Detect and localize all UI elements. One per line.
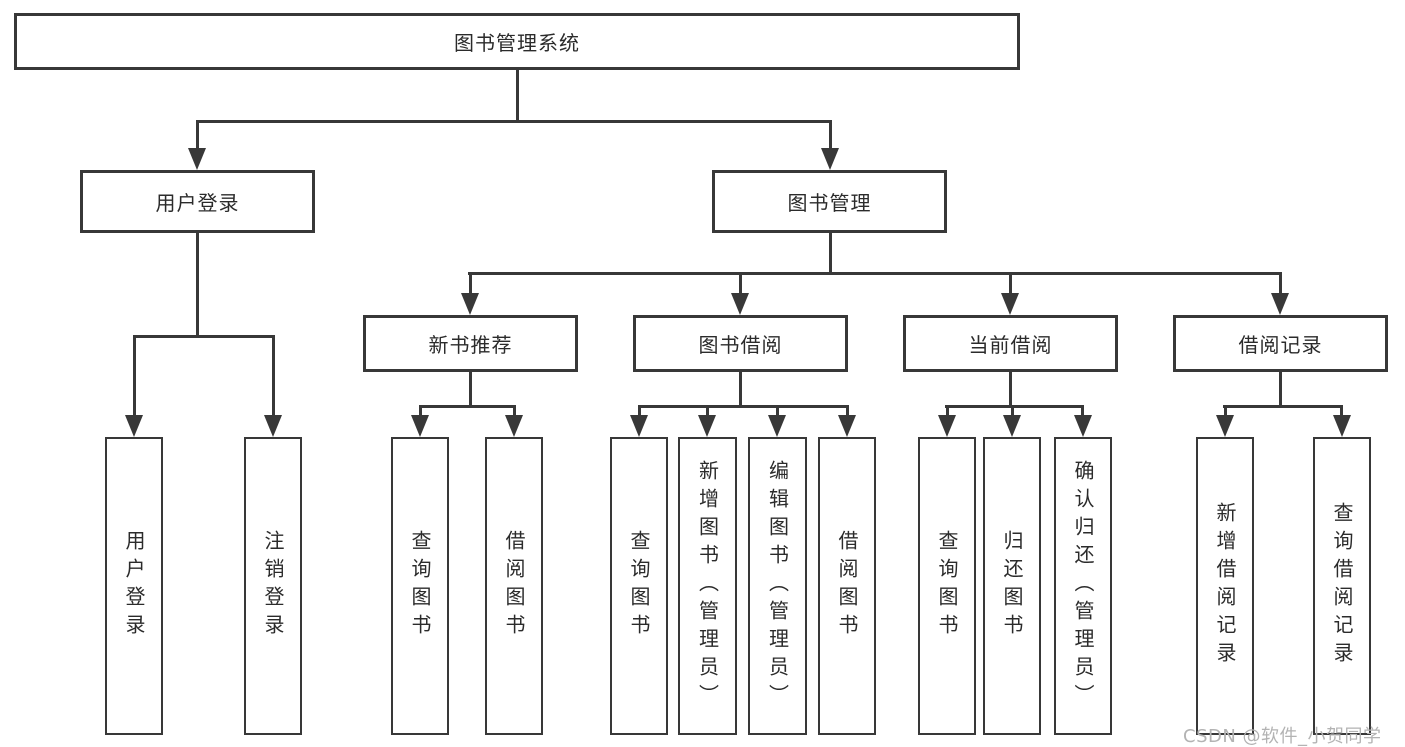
leaf-add-borrow-record-label: 新增借阅记录 [1213,502,1237,670]
arrow-down-icon [698,415,716,437]
connector-line [1081,405,1084,419]
connector-line [468,272,1282,275]
arrow-down-icon [1074,415,1092,437]
leaf-borrow-books-label: 借阅图书 [835,530,859,642]
leaf-edit-books-admin: 编辑图书（管理员） [748,437,807,735]
node-book-borrowing-label: 图书借阅 [698,333,783,357]
arrow-down-icon [768,415,786,437]
node-user-login-label: 用户登录 [155,191,240,215]
leaf-return-books-label: 归还图书 [1000,530,1024,642]
connector-line [1223,405,1343,408]
leaf-query-books-recommend-label: 查询图书 [408,530,432,642]
node-user-login: 用户登录 [80,170,315,233]
leaf-query-borrow-record-label: 查询借阅记录 [1330,502,1354,670]
leaf-confirm-return-admin-label: 确认归还（管理员） [1071,460,1095,712]
leaf-query-books-borrowing-label: 查询图书 [627,530,651,642]
connector-line [1340,405,1343,419]
arrow-down-icon [938,415,956,437]
connector-line [846,405,849,419]
arrow-down-icon [188,148,206,170]
connector-line [513,405,516,419]
connector-line [946,405,949,419]
node-borrowing-records-label: 借阅记录 [1238,333,1323,357]
connector-line [739,372,742,408]
connector-line [133,335,275,338]
leaf-query-books-recommend: 查询图书 [391,437,449,735]
connector-line [469,272,472,295]
node-new-book-recommendation-label: 新书推荐 [428,333,513,357]
leaf-query-borrow-record: 查询借阅记录 [1313,437,1371,735]
node-book-management-label: 图书管理 [787,191,872,215]
arrow-down-icon [264,415,282,437]
arrow-down-icon [1271,293,1289,315]
connector-line [706,405,709,419]
arrow-down-icon [1333,415,1351,437]
arrow-down-icon [630,415,648,437]
connector-line [1009,272,1012,295]
leaf-borrow-books-recommend: 借阅图书 [485,437,543,735]
node-new-book-recommendation: 新书推荐 [363,315,578,372]
leaf-confirm-return-admin: 确认归还（管理员） [1054,437,1112,735]
connector-line [1009,372,1012,408]
connector-line [945,405,1084,408]
node-book-management: 图书管理 [712,170,947,233]
connector-line [196,120,199,152]
leaf-return-books: 归还图书 [983,437,1041,735]
leaf-add-books-admin-label: 新增图书（管理员） [695,460,720,712]
leaf-query-books-borrowing: 查询图书 [610,437,668,735]
connector-line [196,233,199,337]
arrow-down-icon [125,415,143,437]
connector-line [776,405,779,419]
node-library-system: 图书管理系统 [14,13,1020,70]
arrow-down-icon [821,148,839,170]
leaf-borrow-books-recommend-label: 借阅图书 [502,530,526,642]
arrow-down-icon [1001,293,1019,315]
leaf-user-login-label: 用户登录 [122,530,146,642]
connector-line [739,272,742,295]
connector-line [272,335,275,417]
connector-line [638,405,849,408]
leaf-logout: 注销登录 [244,437,302,735]
connector-line [196,120,832,123]
node-current-borrowing: 当前借阅 [903,315,1118,372]
connector-line [638,405,641,419]
leaf-add-borrow-record: 新增借阅记录 [1196,437,1254,735]
arrow-down-icon [1216,415,1234,437]
leaf-add-books-admin: 新增图书（管理员） [678,437,737,735]
leaf-user-login: 用户登录 [105,437,163,735]
csdn-watermark: CSDN @软件_小贺同学 [1183,726,1382,747]
arrow-down-icon [731,293,749,315]
leaf-edit-books-admin-label: 编辑图书（管理员） [765,460,790,712]
connector-line [516,70,519,122]
connector-line [1279,272,1282,295]
arrow-down-icon [1003,415,1021,437]
connector-line [419,405,516,408]
leaf-query-books-current-label: 查询图书 [935,530,959,642]
leaf-logout-label: 注销登录 [261,530,285,642]
connector-line [419,405,422,419]
node-library-system-label: 图书管理系统 [454,31,580,55]
arrow-down-icon [411,415,429,437]
connector-line [133,335,136,417]
leaf-borrow-books: 借阅图书 [818,437,876,735]
node-borrowing-records: 借阅记录 [1173,315,1388,372]
node-book-borrowing: 图书借阅 [633,315,848,372]
arrow-down-icon [838,415,856,437]
leaf-query-books-current: 查询图书 [918,437,976,735]
connector-line [829,233,832,275]
connector-line [829,120,832,152]
node-current-borrowing-label: 当前借阅 [968,333,1053,357]
connector-line [1224,405,1227,419]
connector-line [469,372,472,408]
connector-line [1279,372,1282,408]
arrow-down-icon [461,293,479,315]
connector-line [1011,405,1014,419]
arrow-down-icon [505,415,523,437]
